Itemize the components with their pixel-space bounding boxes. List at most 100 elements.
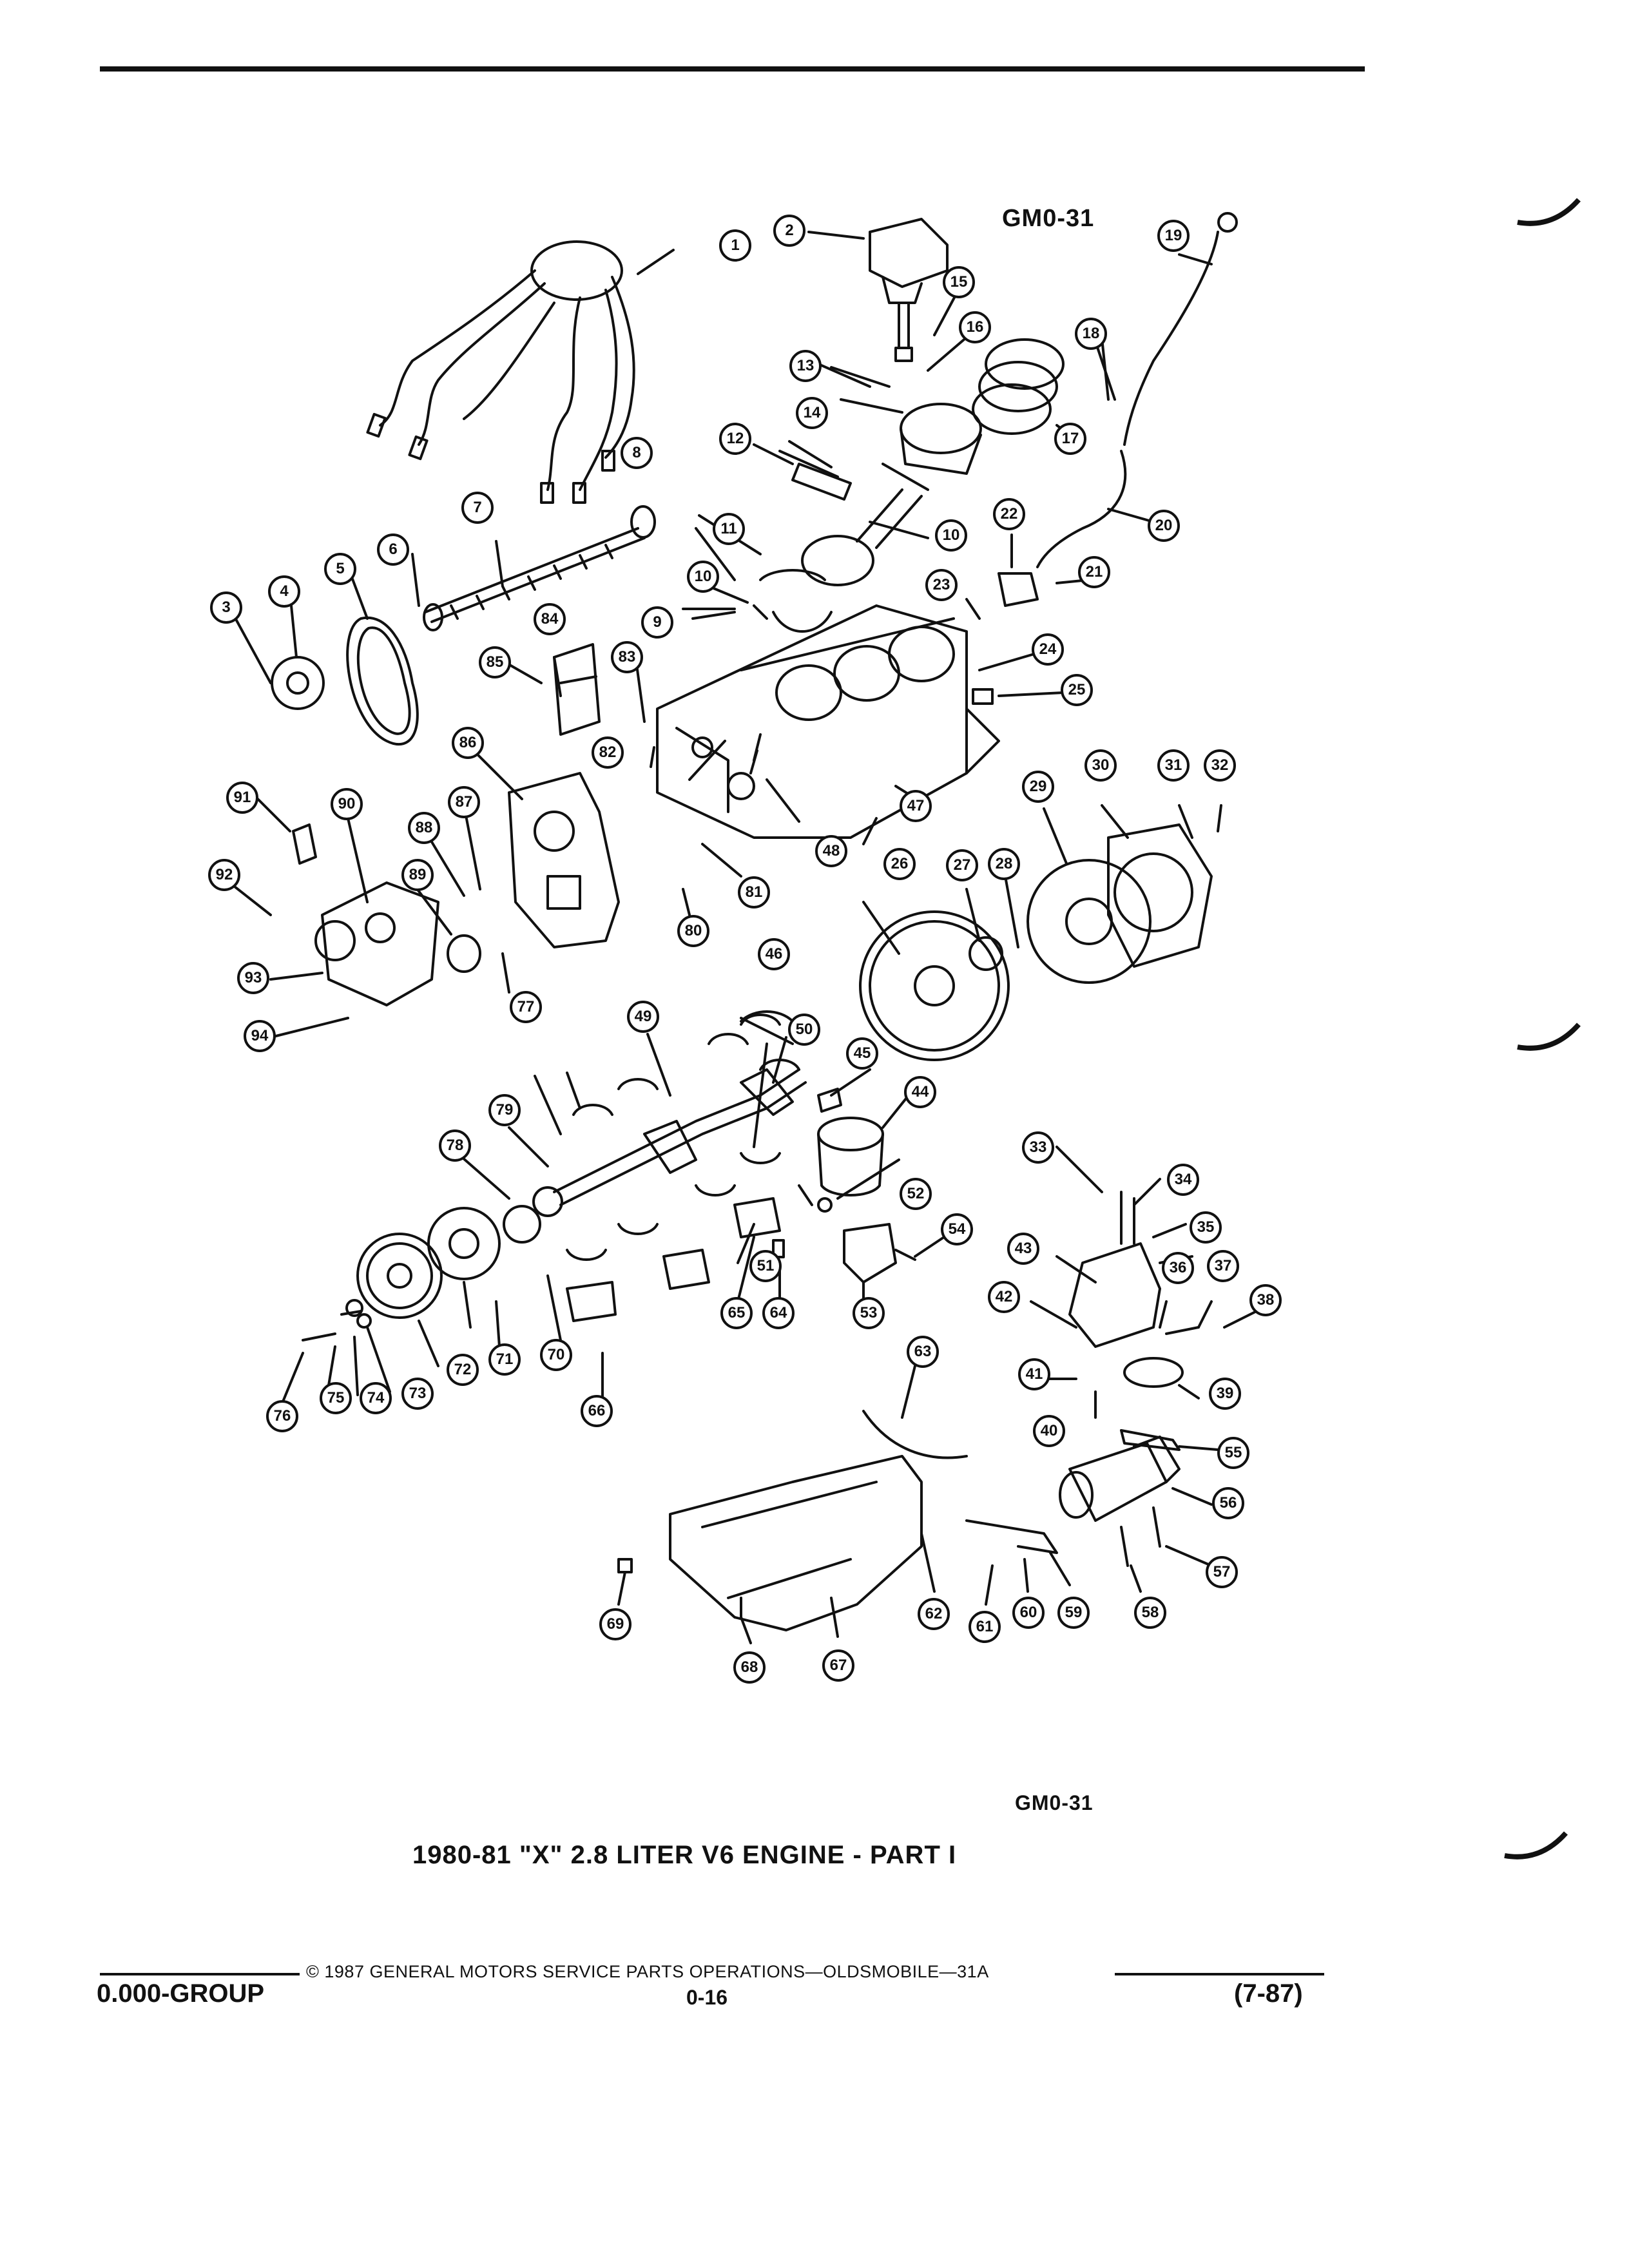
oil-filter xyxy=(817,1117,884,1196)
callout-17: 17 xyxy=(1054,423,1086,455)
callout-84: 84 xyxy=(534,603,566,635)
callout-22: 22 xyxy=(993,498,1025,530)
callout-3: 3 xyxy=(210,591,242,624)
callout-61: 61 xyxy=(969,1611,1001,1643)
callout-2: 2 xyxy=(773,215,805,247)
oil-pan xyxy=(669,1455,923,1631)
callout-63: 63 xyxy=(907,1336,939,1368)
callout-29: 29 xyxy=(1022,771,1054,803)
engine-exploded-diagram xyxy=(224,212,1258,1644)
callout-26: 26 xyxy=(883,848,916,880)
spark-plug-wires xyxy=(366,240,635,504)
callout-49: 49 xyxy=(627,1001,659,1033)
distributor xyxy=(869,218,949,362)
footer-date: (7-87) xyxy=(1234,1979,1303,2008)
callout-36: 36 xyxy=(1162,1252,1194,1284)
starter-motor xyxy=(1059,1436,1181,1522)
callout-33: 33 xyxy=(1022,1131,1054,1164)
callout-47: 47 xyxy=(900,790,932,822)
callout-41: 41 xyxy=(1018,1358,1050,1390)
footer-copyright: © 1987 GENERAL MOTORS SERVICE PARTS OPER… xyxy=(306,1962,989,1981)
callout-85: 85 xyxy=(479,646,511,678)
callout-73: 73 xyxy=(401,1378,434,1410)
callout-68: 68 xyxy=(733,1651,766,1684)
callout-65: 65 xyxy=(720,1297,753,1329)
callout-7: 7 xyxy=(461,492,494,524)
callout-79: 79 xyxy=(488,1094,521,1126)
callout-42: 42 xyxy=(988,1281,1020,1313)
callout-50: 50 xyxy=(788,1014,820,1046)
callout-4: 4 xyxy=(268,575,300,608)
footer-rule-left xyxy=(100,1973,300,1975)
callout-66: 66 xyxy=(581,1395,613,1427)
callout-31: 31 xyxy=(1157,749,1190,782)
figure-id-bottom: GM0-31 xyxy=(1015,1791,1094,1814)
callout-70: 70 xyxy=(540,1339,572,1371)
piston xyxy=(882,403,982,491)
callout-24: 24 xyxy=(1032,633,1064,666)
callout-32: 32 xyxy=(1204,749,1236,782)
callout-93: 93 xyxy=(237,962,269,994)
callout-90: 90 xyxy=(331,788,363,820)
callout-48: 48 xyxy=(815,835,847,867)
callout-89: 89 xyxy=(401,859,434,891)
callout-40: 40 xyxy=(1033,1415,1065,1447)
callout-23: 23 xyxy=(925,569,958,601)
callout-37: 37 xyxy=(1207,1250,1239,1282)
footer-rule-right xyxy=(1115,1973,1324,1975)
callout-91: 91 xyxy=(226,782,258,814)
callout-12: 12 xyxy=(719,423,751,455)
callout-14: 14 xyxy=(796,397,828,429)
margin-mark-1 xyxy=(1517,198,1581,226)
pressure-plate xyxy=(1107,823,1213,968)
harmonic-balancer xyxy=(427,1207,501,1280)
callout-86: 86 xyxy=(452,727,484,759)
callout-76: 76 xyxy=(266,1400,298,1432)
callout-11: 11 xyxy=(713,513,745,545)
callout-71: 71 xyxy=(488,1343,521,1376)
flywheel xyxy=(859,910,1010,1061)
callout-30: 30 xyxy=(1084,749,1117,782)
callout-25: 25 xyxy=(1061,674,1093,706)
callout-53: 53 xyxy=(853,1297,885,1329)
callout-1: 1 xyxy=(719,229,751,262)
water-pump xyxy=(314,881,439,1006)
footer-group: 0.000-GROUP xyxy=(97,1979,265,2008)
callout-27: 27 xyxy=(946,849,978,881)
callout-56: 56 xyxy=(1212,1487,1244,1519)
diagram-caption: 1980-81 "X" 2.8 LITER V6 ENGINE - PART I xyxy=(412,1841,957,1869)
callout-18: 18 xyxy=(1075,318,1107,350)
callout-10: 10 xyxy=(935,519,967,552)
callout-39: 39 xyxy=(1209,1378,1241,1410)
callout-20: 20 xyxy=(1148,510,1180,542)
callout-10: 10 xyxy=(687,561,719,593)
callout-62: 62 xyxy=(918,1598,950,1630)
callout-55: 55 xyxy=(1217,1437,1249,1469)
callout-51: 51 xyxy=(749,1250,782,1282)
callout-58: 58 xyxy=(1134,1597,1166,1629)
callout-74: 74 xyxy=(360,1382,392,1414)
callout-92: 92 xyxy=(208,859,240,891)
margin-mark-2 xyxy=(1517,1023,1581,1051)
callout-16: 16 xyxy=(959,311,991,343)
callout-5: 5 xyxy=(324,553,356,585)
callout-8: 8 xyxy=(621,437,653,469)
callout-54: 54 xyxy=(941,1213,973,1245)
callout-57: 57 xyxy=(1206,1556,1238,1588)
callout-64: 64 xyxy=(762,1297,795,1329)
crank-pulley xyxy=(356,1233,443,1319)
callout-35: 35 xyxy=(1190,1211,1222,1244)
callout-69: 69 xyxy=(599,1608,631,1640)
callout-44: 44 xyxy=(904,1076,936,1108)
figure-id-top: GM0-31 xyxy=(1002,205,1095,232)
callout-83: 83 xyxy=(611,641,643,673)
callout-81: 81 xyxy=(738,876,770,908)
callout-52: 52 xyxy=(900,1178,932,1210)
top-rule xyxy=(100,66,1365,72)
callout-13: 13 xyxy=(789,350,822,382)
callout-72: 72 xyxy=(447,1354,479,1386)
callout-88: 88 xyxy=(408,812,440,844)
callout-6: 6 xyxy=(377,533,409,566)
callout-60: 60 xyxy=(1012,1597,1045,1629)
